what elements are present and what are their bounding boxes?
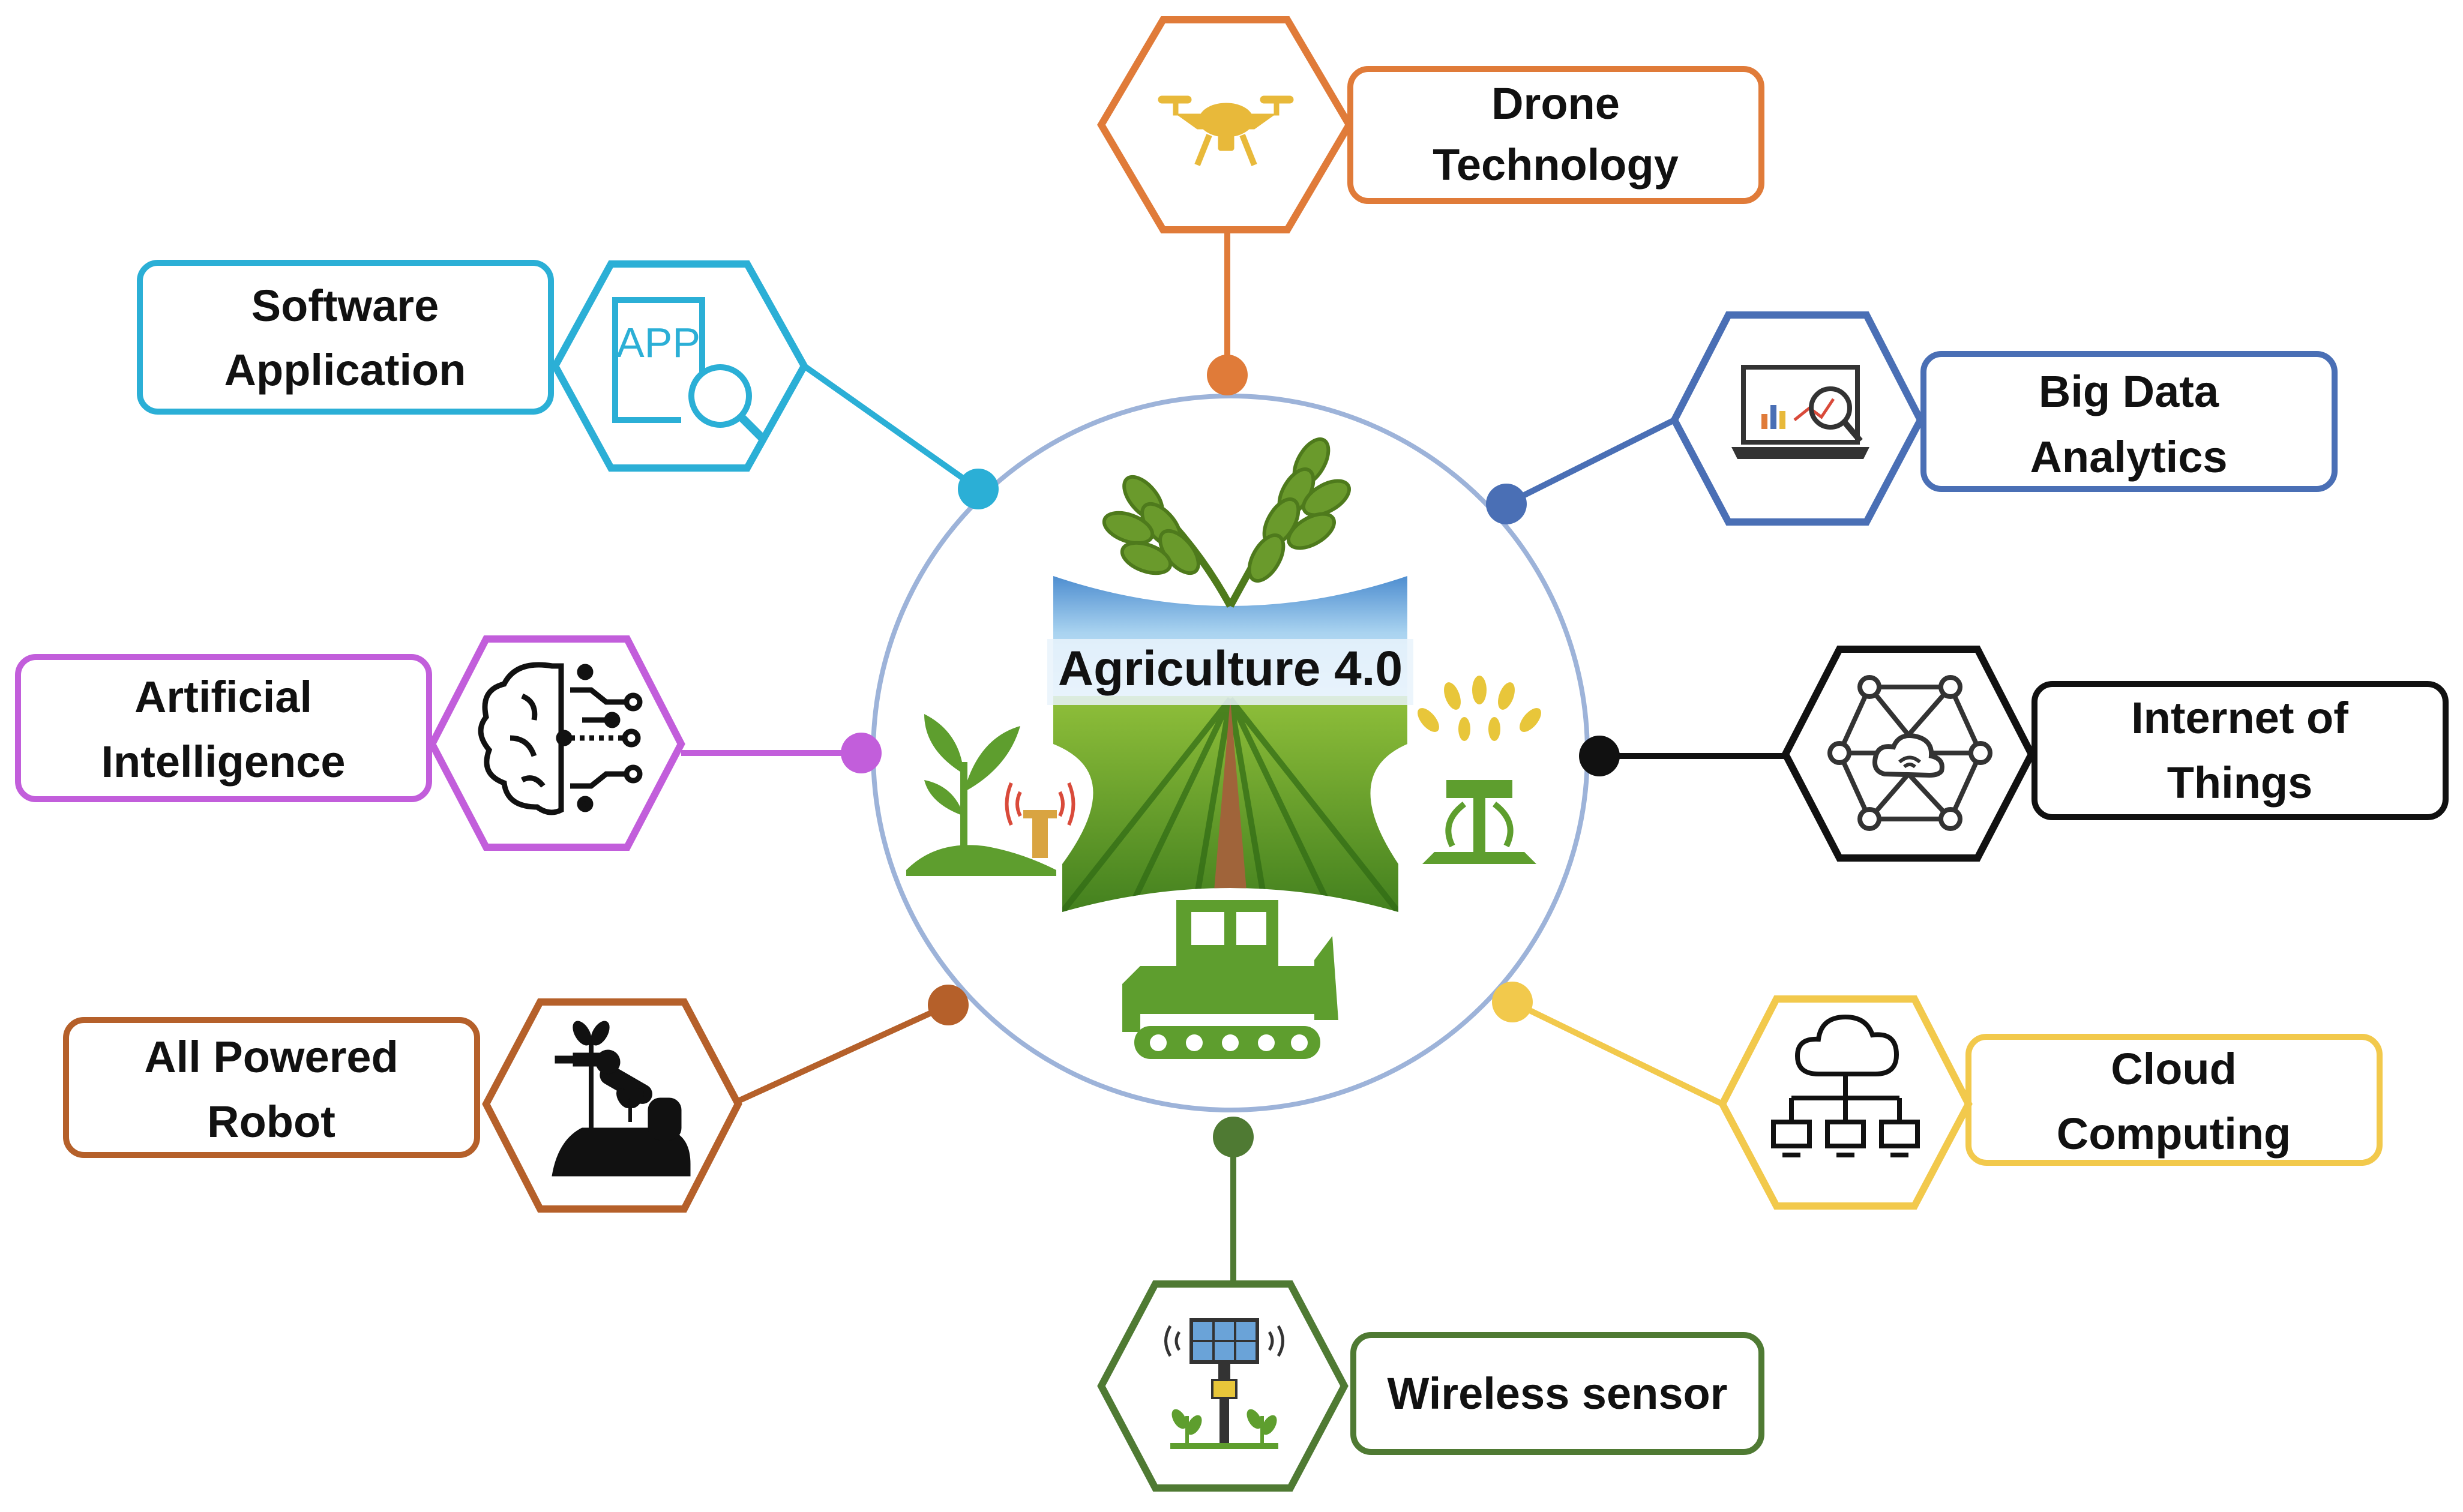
label-cloud-line1: Cloud: [2111, 1044, 2237, 1094]
dot-robot: [928, 985, 969, 1025]
label-cloud-line2: Computing: [2057, 1109, 2291, 1159]
label-iot-line1: Internet of: [2131, 693, 2348, 743]
connector-cloud: [1511, 999, 1724, 1107]
tractor-icon: [1122, 900, 1338, 1059]
label-box-robot: [63, 1017, 480, 1158]
label-wireless-line1: Wireless sensor: [1388, 1369, 1728, 1418]
node-ai: Artificial Intelligence: [15, 635, 685, 851]
dot-cloud: [1492, 982, 1533, 1022]
laptop-analytics-icon: [1731, 365, 1869, 459]
central-hub: Agriculture 4.0: [871, 394, 1590, 1112]
wheat-icon: [1102, 437, 1351, 608]
dot-iot: [1579, 736, 1620, 776]
connector-lines: [681, 232, 1785, 1284]
cloud-network-icon: [1827, 675, 1992, 831]
drone-icon: [1158, 95, 1294, 166]
label-ai-line1: Artificial: [134, 672, 312, 722]
connector-bigdata: [1505, 417, 1676, 507]
label-robot-line1: All Powered: [144, 1032, 398, 1082]
connector-software: [802, 363, 980, 492]
node-wireless: Wireless sensor: [1097, 1280, 1764, 1492]
hex-software: [551, 260, 808, 472]
node-software: APP Software Application: [137, 260, 808, 472]
label-box-ai: [15, 654, 432, 802]
plant-sensor-icon: [906, 714, 1075, 876]
dot-ai: [841, 733, 882, 773]
node-bigdata: Big Data Analytics: [1670, 311, 2338, 526]
node-drone: Drone Technology: [1097, 16, 1764, 233]
node-robot: All Powered Robot: [63, 998, 742, 1213]
connector-dots: [841, 355, 1620, 1157]
label-box-wireless: [1350, 1332, 1764, 1455]
connector-robot: [736, 1002, 950, 1104]
label-bigdata-line2: Analytics: [2030, 432, 2227, 482]
robot-arm-plant-icon: [552, 1021, 691, 1177]
dot-drone: [1207, 355, 1248, 395]
node-cloud: Cloud Computing: [1718, 995, 2383, 1210]
label-iot-line2: Things: [2167, 758, 2313, 808]
label-box-drone: [1347, 66, 1764, 204]
dot-software: [958, 469, 999, 509]
label-ai-line2: Intelligence: [101, 737, 345, 787]
node-iot: Internet of Things: [1781, 646, 2449, 862]
cloud-computing-icon: [1771, 1014, 1920, 1157]
dot-bigdata: [1486, 484, 1527, 524]
hex-ai: [428, 635, 685, 851]
hex-robot: [482, 998, 742, 1213]
brain-circuit-icon: [478, 662, 643, 815]
solar-sensor-icon: [1164, 1318, 1284, 1449]
dot-wireless: [1213, 1117, 1254, 1157]
label-drone-line1: Drone: [1491, 79, 1620, 128]
hub-title: Agriculture 4.0: [1058, 641, 1403, 696]
sprinkler-icon: [1418, 676, 1541, 864]
label-robot-line2: Robot: [207, 1097, 335, 1147]
app-search-icon: APP: [612, 297, 765, 441]
hub-title-backdrop: [1047, 639, 1413, 705]
label-box-software: [137, 260, 554, 415]
label-software-line1: Software: [251, 281, 439, 331]
label-drone-line2: Technology: [1433, 140, 1679, 190]
crop-field-image: [1053, 576, 1407, 912]
label-bigdata-line1: Big Data: [2039, 367, 2219, 416]
label-software-line2: Application: [224, 345, 466, 395]
label-box-iot: [2031, 681, 2449, 820]
svg-text:APP: APP: [616, 319, 700, 366]
